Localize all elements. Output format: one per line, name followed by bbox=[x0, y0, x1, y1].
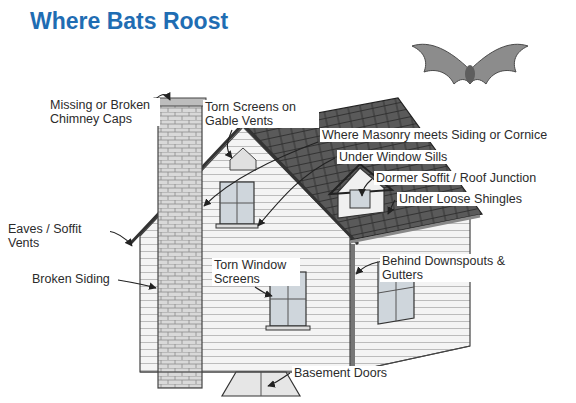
callout-label: Eaves / Soffit Vents bbox=[6, 222, 110, 250]
bat-figure bbox=[412, 44, 528, 84]
callout-label: Under Loose Shingles bbox=[397, 192, 524, 206]
callout-label: Where Masonry meets Siding or Cornice bbox=[320, 128, 549, 142]
callout-label: Broken Siding bbox=[30, 272, 112, 286]
diagram-title: Where Bats Roost bbox=[30, 8, 228, 35]
callout-label: Dormer Soffit / Roof Junction bbox=[374, 171, 538, 185]
callout-label: Torn Screens on Gable Vents bbox=[203, 100, 319, 128]
callout-label: Behind Downspouts & Gutters bbox=[380, 254, 518, 282]
callout-label: Torn Window Screens bbox=[212, 258, 300, 286]
callout-label: Missing or Broken Chimney Caps bbox=[48, 98, 160, 126]
callout-label: Under Window Sills bbox=[337, 150, 449, 164]
callout-label: Basement Doors bbox=[292, 366, 389, 380]
